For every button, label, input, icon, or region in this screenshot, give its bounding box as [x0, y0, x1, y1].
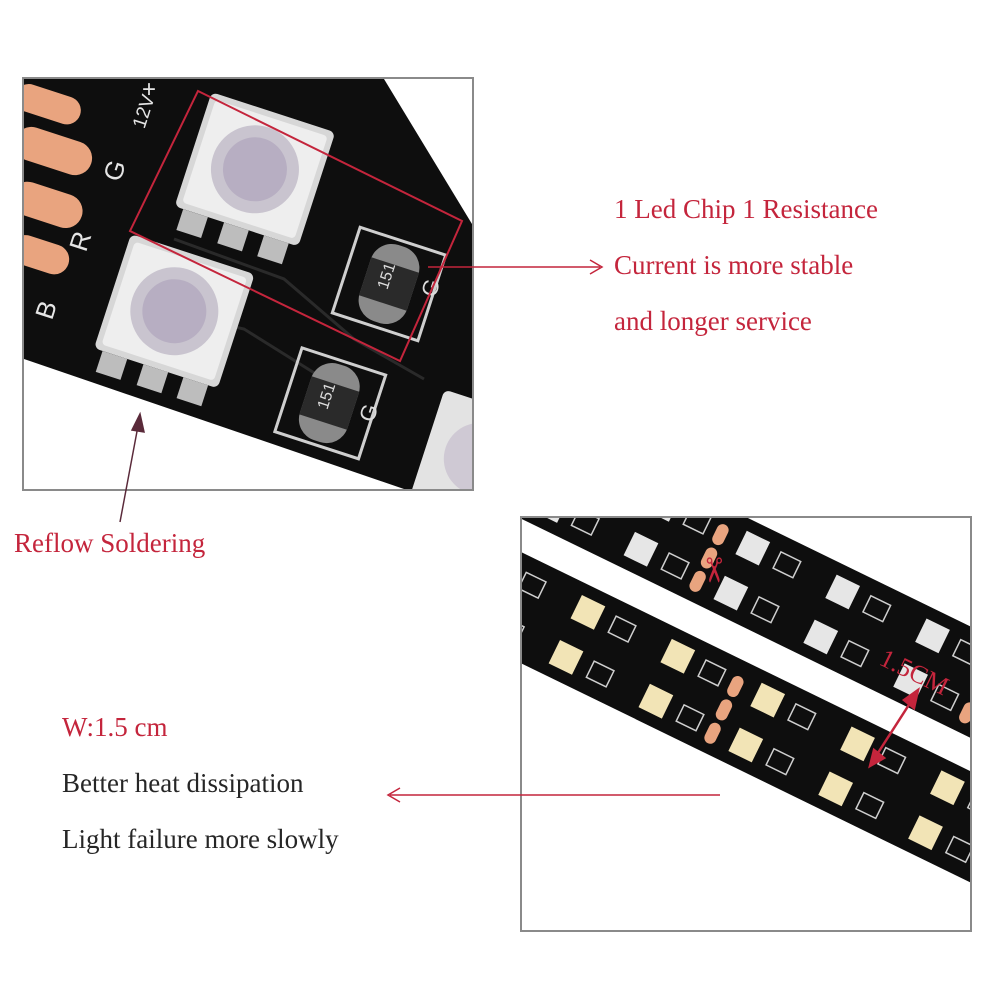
- led-strips-overview-photo: ✂ 1.5CM: [520, 516, 972, 932]
- led-strip-closeup-photo: 151 G 151 G + 12V G R B: [22, 77, 474, 491]
- copper-pad: [689, 524, 970, 724]
- copper-pad: [24, 126, 93, 176]
- pcb-strip: [522, 518, 970, 911]
- chip-annotation-line3: and longer service: [614, 306, 812, 336]
- heat-annotation: Better heat dissipation: [62, 768, 304, 798]
- resistor: [330, 225, 448, 343]
- width-measure-arrow: [868, 687, 920, 769]
- led-chip: [412, 391, 472, 489]
- copper-pad: [24, 84, 81, 125]
- pad-plus-label: +: [142, 79, 156, 103]
- reflow-annotation: Reflow Soldering: [14, 528, 206, 558]
- copper-pad: [24, 235, 70, 275]
- chip-annotation-line1: 1 Led Chip 1 Resistance: [614, 194, 878, 224]
- copper-pad: [704, 676, 744, 744]
- led-chip: [548, 595, 965, 851]
- light-annotation: Light failure more slowly: [62, 824, 339, 854]
- scissors-icon: ✂: [693, 556, 733, 585]
- resistor: [272, 346, 388, 461]
- led-chip: [176, 93, 334, 265]
- highlight-frame: [128, 89, 464, 363]
- copper-pad: [24, 181, 83, 229]
- chip-annotation-line2: Current is more stable: [614, 250, 854, 280]
- width-annotation: W:1.5 cm: [62, 712, 168, 742]
- led-chip: [95, 235, 254, 407]
